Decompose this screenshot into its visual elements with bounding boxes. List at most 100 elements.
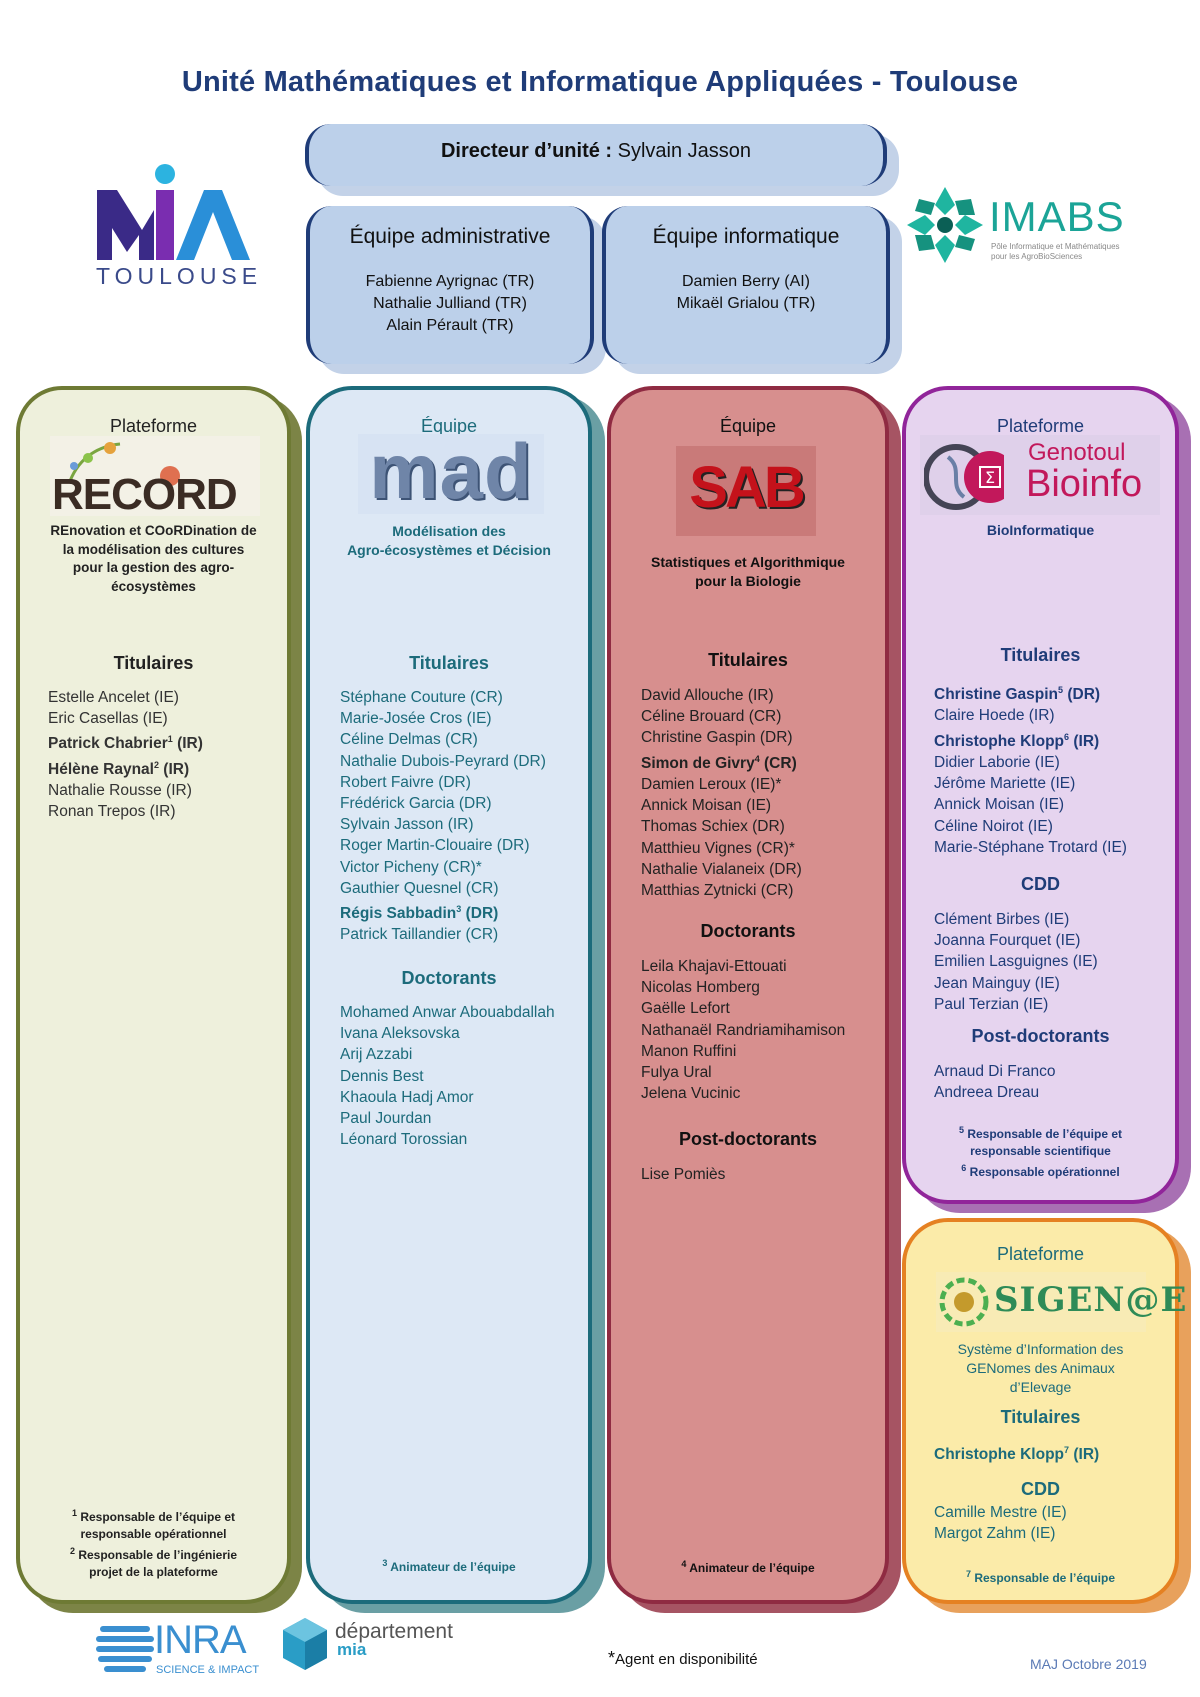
sigenae-type: Plateforme (996, 1244, 1085, 1264)
mad-doctorants-list: Mohamed Anwar Abouabdallah Ivana Aleksov… (340, 1002, 555, 1150)
list-item: Nathalie Dubois-Peyrard (DR) (340, 752, 546, 770)
mad-titulaires-list: Stéphane Couture (CR) Marie-Josée Cros (… (340, 687, 546, 946)
list-item: Nathanaël Randriamihamison (641, 1021, 846, 1039)
list-item: David Allouche (IR) (641, 687, 774, 704)
bioinfo-type: Plateforme (996, 416, 1085, 436)
mad-desc: Agro-écosystèmes et Décision (347, 542, 551, 558)
list-item: Christophe Klopp7 (IR) (934, 1445, 1100, 1464)
list-item: Clément Birbes (IE) (934, 911, 1070, 928)
list-item: Gaëlle Lefort (641, 1000, 730, 1018)
list-item: Matthias Zytnicki (CR) (641, 881, 794, 899)
member: Mikaël Grialou (TR) (676, 295, 816, 312)
list-item: Arij Azzabi (340, 1046, 413, 1064)
sigenae-logo-text: SIGEN@E (994, 1280, 1188, 1320)
mad-footnote: 3 Animateur de l’équipe (382, 1558, 516, 1574)
record-logo: RECORD (50, 436, 260, 519)
bioinfo-platform-card: Plateforme Σ Genotoul Bioinfo BioInforma… (902, 386, 1179, 1204)
sab-desc: Statistiques et Algorithmique (651, 554, 845, 570)
list-item: Roger Martin-Clouaire (DR) (340, 837, 530, 855)
bioinfo-footnotes: 5 Responsable de l’équipe et responsable… (958, 1125, 1123, 1179)
director-box: Directeur d’unité : Sylvain Jasson (305, 124, 887, 186)
list-item: Robert Faivre (DR) (340, 773, 471, 791)
mad-team-card: Équipe mad Modélisation des Agro-écosyst… (306, 386, 592, 1604)
sab-team-card: Équipe SAB Statistiques et Algorithmique… (607, 386, 889, 1604)
availability-note: *Agent en disponibilité (608, 1648, 758, 1668)
list-item: Nathalie Rousse (IR) (48, 782, 192, 800)
record-desc: la modélisation des cultures (62, 541, 245, 557)
bioinfo-postdoc-heading: Post-doctorants (971, 1026, 1110, 1046)
bioinfo-cdd-list: Clément Birbes (IE) Joanna Fourquet (IE)… (934, 909, 1098, 1015)
sab-titulaires-list: David Allouche (IR) Céline Brouard (CR) … (641, 685, 802, 901)
it-team-members: Damien Berry (AI) Mikaël Grialou (TR) (606, 271, 886, 315)
list-item: Patrick Chabrier1 (IR) (48, 734, 203, 753)
record-type: Plateforme (109, 416, 198, 436)
sigenae-cdd-heading: CDD (1021, 1479, 1060, 1499)
sigenae-desc: Système d’Information des (957, 1341, 1124, 1357)
list-item: Andreea Dreau (934, 1084, 1040, 1102)
list-item: Céline Delmas (CR) (340, 731, 478, 749)
list-item: Régis Sabbadin3 (DR) (340, 904, 499, 923)
list-item: Annick Moisan (IE) (641, 797, 772, 815)
mad-logo-text: mad (369, 427, 533, 515)
director-label: Directeur d’unité : (440, 140, 613, 162)
record-titulaires-heading: Titulaires (113, 653, 194, 673)
list-item: Estelle Ancelet (IE) (48, 689, 179, 706)
list-item: Matthieu Vignes (CR)* (641, 839, 795, 857)
sab-postdoc-list: Lise Pomiès (641, 1164, 725, 1185)
sab-type: Équipe (719, 416, 777, 436)
list-item: Christine Gaspin (DR) (641, 729, 793, 747)
bioinfo-logo: Σ Genotoul Bioinfo (920, 435, 1160, 515)
list-item: Dennis Best (340, 1067, 424, 1085)
mia-logo-subtext: TOULOUSE (96, 263, 263, 289)
list-item: Gauthier Quesnel (CR) (340, 879, 499, 897)
sab-doctorants-list: Leila Khajavi-Ettouati Nicolas Homberg G… (641, 956, 845, 1104)
bioinfo-desc: BioInformatique (986, 522, 1095, 538)
list-item: Céline Brouard (CR) (641, 708, 782, 726)
record-desc: pour la gestion des agro- (72, 560, 235, 575)
mia-logo: TOULOUSE (92, 160, 263, 290)
list-item: Sylvain Jasson (IR) (340, 816, 474, 834)
sigenae-desc: d’Elevage (1009, 1379, 1072, 1395)
list-item: Christine Gaspin5 (DR) (934, 685, 1101, 704)
imabs-logo-sub2: pour les AgroBioSciences (991, 252, 1083, 261)
list-item: Marie-Josée Cros (IE) (340, 710, 492, 728)
admin-team-heading: Équipe administrative (349, 225, 551, 248)
bioinfo-cdd-heading: CDD (1021, 874, 1060, 894)
mad-doctorants-heading: Doctorants (401, 968, 497, 988)
list-item: Jean Mainguy (IE) (934, 974, 1060, 992)
list-item: Didier Laborie (IE) (934, 753, 1060, 771)
list-item: Lise Pomiès (641, 1166, 726, 1183)
record-platform-card: Plateforme RECORD REnovation et COoRDina… (16, 386, 291, 1604)
list-item: Mohamed Anwar Abouabdallah (340, 1004, 555, 1021)
inra-logo-text: INRA (154, 1618, 247, 1662)
update-date: MAJ Octobre 2019 (1030, 1656, 1147, 1672)
page-title: Unité Mathématiques et Informatique Appl… (181, 66, 1019, 98)
list-item: Camille Mestre (IE) (934, 1504, 1067, 1521)
mad-titulaires-heading: Titulaires (409, 653, 489, 673)
sab-titulaires-heading: Titulaires (708, 650, 788, 670)
record-footnotes: 1 Responsable de l’équipe et responsable… (69, 1508, 238, 1579)
list-item: Marie-Stéphane Trotard (IE) (934, 838, 1127, 856)
dept-logo-text1: département (335, 1620, 453, 1643)
list-item: Victor Picheny (CR)* (340, 858, 482, 876)
sab-logo: SAB (676, 446, 816, 536)
list-item: Paul Terzian (IE) (934, 995, 1049, 1013)
list-item: Jérôme Mariette (IE) (934, 775, 1076, 793)
sigenae-platform-card: Plateforme SIGEN@E Système d’Information… (902, 1218, 1186, 1604)
list-item: Nathalie Vialaneix (DR) (641, 860, 802, 878)
sab-postdoc-heading: Post-doctorants (678, 1129, 817, 1149)
list-item: Ronan Trepos (IR) (48, 803, 176, 821)
list-item: Joanna Fourquet (IE) (934, 932, 1081, 950)
admin-team-members: Fabienne Ayrignac (TR) Nathalie Julliand… (310, 271, 590, 337)
list-item: Frédérick Garcia (DR) (340, 795, 492, 813)
sab-desc: pour la Biologie (695, 573, 801, 589)
record-desc: écosystèmes (111, 578, 196, 594)
mad-logo: mad (358, 427, 544, 515)
member: Alain Pérault (TR) (386, 317, 514, 334)
list-item: Khaoula Hadj Amor (340, 1088, 474, 1106)
record-logo-text: RECORD (52, 470, 238, 519)
list-item: Eric Casellas (IE) (48, 710, 168, 728)
list-item: Céline Noirot (IE) (934, 817, 1053, 835)
list-item: Margot Zahm (IE) (934, 1525, 1056, 1543)
list-item: Arnaud Di Franco (934, 1063, 1056, 1080)
